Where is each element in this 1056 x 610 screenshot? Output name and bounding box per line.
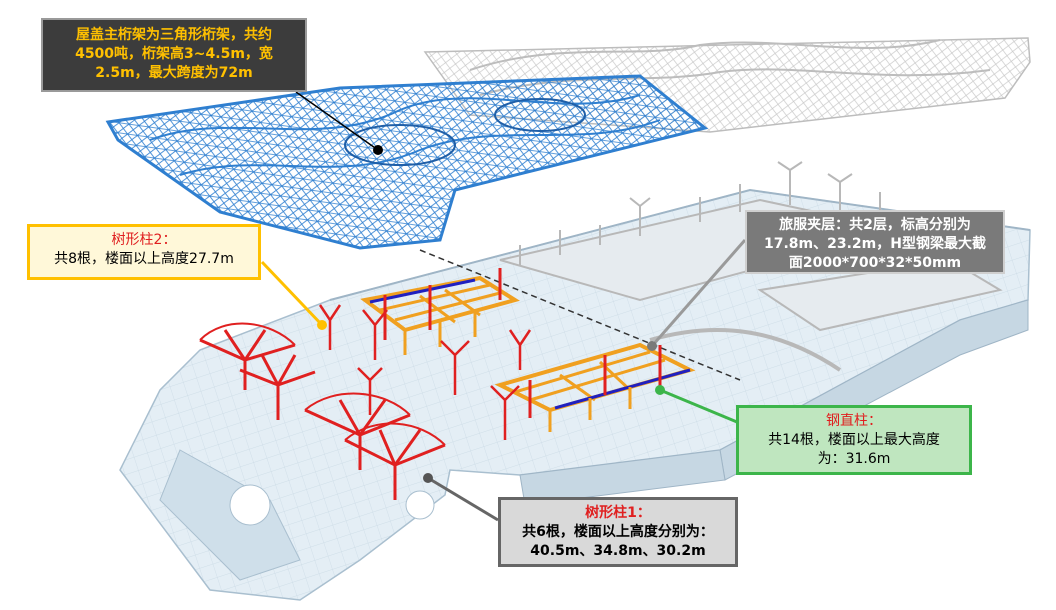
leader-lines (260, 91, 747, 522)
roof-callout-line-3: 2.5m，最大跨度为72m (95, 65, 253, 81)
tree-column-2-callout: 树形柱2： 共8根，楼面以上高度27.7m (27, 224, 261, 280)
mezzanine-line-2: 17.8m、23.2m，H型钢梁最大截 (764, 236, 986, 252)
tree-column-1-title: 树形柱1： (585, 505, 651, 521)
tree-column-1-callout: 树形柱1： 共6根，楼面以上高度分别为： 40.5m、34.8m、30.2m (498, 497, 738, 567)
section-guide-line (419, 249, 741, 381)
steel-columns (383, 268, 662, 418)
roof-callout-line-1: 屋盖主桁架为三角形桁架，共约 (76, 27, 272, 43)
tree-column-2-line-1: 共8根，楼面以上高度27.7m (54, 251, 234, 267)
steel-column-line-1: 共14根，楼面以上最大高度 (768, 432, 940, 448)
mezzanine-frame-left (360, 275, 520, 355)
tree-column-1-line-1: 共6根，楼面以上高度分别为： (522, 524, 714, 540)
mezzanine-callout: 旅服夹层：共2层，标高分别为 17.8m、23.2m，H型钢梁最大截 面2000… (745, 210, 1005, 274)
roof-truss (105, 74, 709, 250)
steel-column-callout: 钢直柱： 共14根，楼面以上最大高度 为：31.6m (736, 405, 972, 475)
tree-columns-2 (318, 304, 532, 440)
roof-truss-callout: 屋盖主桁架为三角形桁架，共约 4500吨，桁架高3~4.5m，宽 2.5m，最大… (41, 18, 307, 92)
tree-columns-1 (199, 322, 446, 500)
tree-column-2-title: 树形柱2： (111, 232, 177, 248)
steel-column-title: 钢直柱： (826, 413, 882, 429)
mezzanine-line-1: 旅服夹层：共2层，标高分别为 (779, 217, 971, 233)
steel-column-line-2: 为：31.6m (817, 451, 891, 467)
mezzanine-line-3: 面2000*700*32*50mm (788, 255, 962, 271)
tree-column-1-line-2: 40.5m、34.8m、30.2m (530, 543, 706, 559)
roof-callout-line-2: 4500吨，桁架高3~4.5m，宽 (75, 46, 273, 62)
mezzanine-frame-right (494, 342, 696, 432)
